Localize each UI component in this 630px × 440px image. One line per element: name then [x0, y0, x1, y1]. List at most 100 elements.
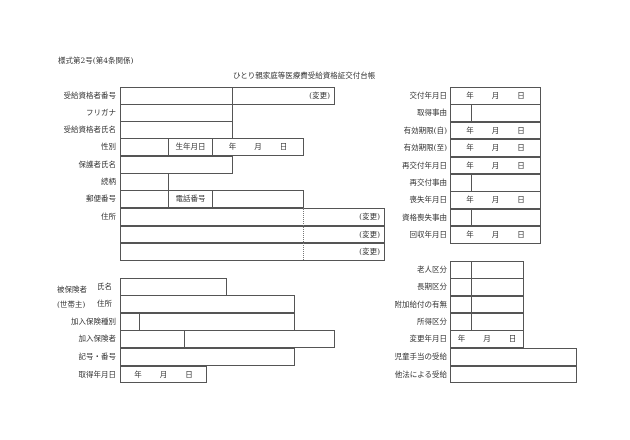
loss-date-field[interactable]: 年月日	[450, 191, 541, 209]
date-month-marker: 月	[159, 369, 168, 379]
postal-code-field[interactable]	[120, 190, 169, 208]
income-code-field[interactable]	[450, 313, 472, 331]
date-ymd: 年月日	[121, 367, 206, 383]
date-month-marker: 月	[491, 143, 500, 153]
date-ymd: 年月日	[451, 192, 540, 208]
date-day-marker: 日	[517, 91, 525, 100]
issue-date-label: 交付年月日	[409, 91, 448, 100]
date-year-marker: 年	[466, 125, 474, 135]
sex-field[interactable]	[120, 138, 169, 156]
date-day-marker: 日	[517, 195, 525, 205]
date-day-marker: 日	[517, 125, 525, 135]
acquire-reason-label: 取得事由	[417, 108, 447, 118]
insured-heading-sub: (世帯主)	[57, 300, 86, 309]
sex-label: 性別	[101, 142, 116, 151]
guardian-name-label: 保護者氏名	[78, 160, 117, 169]
date-ymd: 年月日	[451, 158, 540, 174]
date-ymd: 年月日	[451, 140, 540, 156]
address-divider	[303, 208, 304, 260]
relationship-field[interactable]	[120, 173, 169, 191]
loss-reason-field[interactable]	[471, 208, 541, 227]
long-term-code-field[interactable]	[450, 278, 472, 296]
recipient-number-field[interactable]	[120, 87, 233, 105]
symbol-number-field[interactable]	[120, 348, 295, 366]
form-number: 様式第2号(第4条関係)	[58, 56, 134, 65]
valid-to-label: 有効期限(至)	[403, 143, 447, 153]
additional-benefit-label: 附加給付の有無	[394, 299, 448, 309]
additional-benefit-code-field[interactable]	[450, 295, 472, 314]
reissue-reason-code-field[interactable]	[450, 174, 472, 192]
change-date-field[interactable]: 年月日	[450, 330, 524, 348]
symbol-number-label: 記号・番号	[78, 352, 117, 361]
valid-to-field[interactable]: 年月日	[450, 139, 541, 157]
insurer-code-field[interactable]	[120, 330, 185, 348]
additional-benefit-field[interactable]	[471, 295, 524, 314]
guardian-name-field[interactable]	[120, 156, 233, 174]
income-field[interactable]	[471, 313, 524, 331]
furigana-field[interactable]	[120, 104, 233, 122]
birth-date-caption-cell-caption: 生年月日	[175, 142, 206, 151]
date-day-marker: 日	[517, 230, 525, 240]
reissue-reason-field[interactable]	[471, 174, 541, 192]
date-ymd: 年月日	[213, 139, 303, 155]
change-date-label: 変更年月日	[409, 334, 448, 343]
insured-address-label: 住所	[97, 299, 112, 308]
date-month-marker: 月	[491, 91, 500, 100]
insured-name-label: 氏名	[97, 282, 112, 291]
date-year-marker: 年	[466, 91, 474, 100]
postal-code-label: 郵便番号	[86, 194, 116, 203]
phone-caption-cell: 電話番号	[168, 190, 213, 208]
date-ymd: 年月日	[451, 123, 540, 139]
recovery-date-field[interactable]: 年月日	[450, 226, 541, 244]
address-line-1-field[interactable]: (変更)	[120, 208, 385, 226]
address-line-2-field[interactable]: (変更)	[120, 225, 385, 243]
change-marker: (変更)	[359, 247, 380, 256]
date-year-marker: 年	[228, 142, 237, 151]
insured-heading: 被保険者	[57, 285, 87, 294]
acquire-reason-code-field[interactable]	[450, 104, 472, 122]
date-day-marker: 日	[279, 142, 288, 151]
recipient-number-label: 受給資格者番号	[63, 91, 117, 100]
date-year-marker: 年	[134, 369, 142, 379]
acquire-reason-field[interactable]	[471, 104, 541, 122]
change-marker: (変更)	[309, 91, 330, 100]
date-day-marker: 日	[185, 369, 193, 379]
date-month-marker: 月	[491, 160, 500, 170]
date-year-marker: 年	[457, 334, 466, 343]
insurance-type-field[interactable]	[139, 313, 295, 331]
insured-name-field[interactable]	[120, 278, 227, 296]
date-month-marker: 月	[491, 125, 500, 135]
elderly-field[interactable]	[471, 261, 524, 279]
elderly-label: 老人区分	[417, 265, 447, 274]
other-law-field[interactable]	[450, 365, 577, 383]
insured-address-field[interactable]	[120, 295, 295, 313]
valid-from-field[interactable]: 年月日	[450, 121, 541, 140]
insurer-field[interactable]	[184, 330, 335, 348]
acquired-date-field[interactable]: 年月日	[120, 365, 207, 383]
recipient-number-change-field[interactable]: (変更)	[232, 87, 335, 105]
phone-field[interactable]	[212, 190, 304, 208]
insurance-type-code-field[interactable]	[120, 313, 140, 331]
issue-date-field[interactable]: 年月日	[450, 87, 541, 105]
insurer-label: 加入保険者	[78, 334, 117, 343]
address-line-3-field[interactable]: (変更)	[120, 243, 385, 261]
birth-date-caption-cell: 生年月日	[168, 138, 213, 156]
recipient-name-field[interactable]	[120, 121, 233, 139]
date-month-marker: 月	[254, 142, 262, 151]
reissue-date-field[interactable]: 年月日	[450, 156, 541, 175]
form-title: ひとり親家庭等医療費受給資格証交付台帳	[233, 71, 376, 80]
elderly-code-field[interactable]	[450, 261, 472, 279]
child-allowance-field[interactable]	[450, 348, 577, 366]
recovery-date-label: 回収年月日	[409, 230, 448, 240]
valid-from-label: 有効期限(自)	[403, 125, 447, 135]
long-term-field[interactable]	[471, 278, 524, 296]
loss-reason-code-field[interactable]	[450, 208, 472, 227]
change-marker: (変更)	[359, 229, 380, 239]
child-allowance-label: 児童手当の受給	[394, 352, 448, 361]
insurance-type-label: 加入保険種別	[71, 317, 116, 326]
birth-date-field[interactable]: 年月日	[212, 138, 304, 156]
income-label: 所得区分	[417, 317, 447, 327]
loss-date-label: 喪失年月日	[409, 195, 448, 205]
long-term-label: 長期区分	[417, 282, 447, 292]
